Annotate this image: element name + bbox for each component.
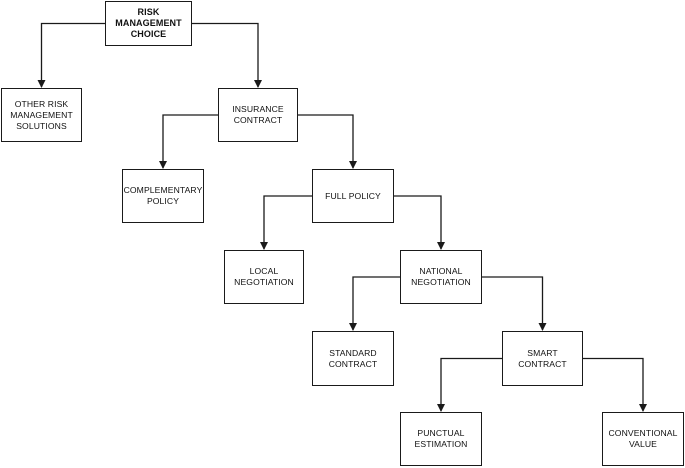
node-insurance-contract: INSURANCE CONTRACT (218, 88, 298, 142)
node-complementary-policy: COMPLEMENTARY POLICY (122, 169, 204, 223)
root-node-label: RISK MANAGEMENT CHOICE (115, 7, 182, 39)
connector-root-to-insurance (192, 22, 262, 88)
node-label: INSURANCE CONTRACT (232, 104, 284, 125)
node-label: LOCAL NEGOTIATION (234, 266, 294, 287)
connector-full-to-local (260, 195, 312, 250)
node-label: CONVENTIONAL VALUE (608, 428, 678, 449)
node-label: FULL POLICY (325, 190, 381, 201)
node-punctual-estimation: PUNCTUAL ESTIMATION (400, 412, 482, 466)
node-full-policy: FULL POLICY (312, 169, 394, 223)
node-label: COMPLEMENTARY POLICY (123, 185, 203, 206)
connector-insurance-to-complementary (159, 114, 218, 169)
node-conventional-value: CONVENTIONAL VALUE (602, 412, 684, 466)
node-label: SMART CONTRACT (518, 347, 567, 369)
node-label: STANDARD CONTRACT (328, 347, 378, 369)
connector-full-to-national (394, 195, 445, 250)
connector-smart-to-punctual (437, 357, 502, 412)
node-label: OTHER RISK MANAGEMENT SOLUTIONS (10, 98, 73, 131)
node-label: PUNCTUAL ESTIMATION (414, 428, 468, 449)
root-node-risk-management-choice: RISK MANAGEMENT CHOICE (105, 1, 192, 46)
node-other-risk-management-solutions: OTHER RISK MANAGEMENT SOLUTIONS (1, 88, 82, 142)
connector-national-to-standard (349, 276, 400, 331)
node-label: NATIONAL NEGOTIATION (411, 266, 471, 287)
connector-root-to-other (37, 22, 105, 88)
node-standard-contract: STANDARD CONTRACT (312, 331, 394, 386)
connector-smart-to-conventional (583, 357, 647, 412)
node-local-negotiation: LOCAL NEGOTIATION (224, 250, 304, 304)
node-smart-contract: SMART CONTRACT (502, 331, 583, 386)
connector-insurance-to-full (298, 114, 357, 169)
connector-national-to-smart (482, 276, 547, 331)
node-national-negotiation: NATIONAL NEGOTIATION (400, 250, 482, 304)
